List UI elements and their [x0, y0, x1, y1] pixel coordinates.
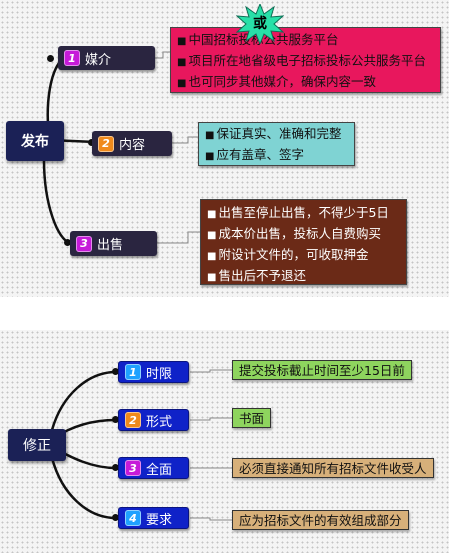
branch-label: 全面 [146, 462, 173, 478]
branch-node-time-limit[interactable]: 1 时限 [118, 361, 189, 383]
branch-label: 形式 [146, 414, 173, 430]
branch-label: 媒介 [85, 52, 112, 68]
number-badge-icon: 4 [125, 510, 141, 526]
branch-node-media[interactable]: 1 媒介 [58, 46, 155, 70]
branch-node-comprehensive[interactable]: 3 全面 [118, 457, 189, 479]
detail-item: 应有盖章、签字 [205, 145, 348, 166]
branch-node-sale[interactable]: 3 出售 [70, 231, 157, 256]
branch-node-content[interactable]: 2 内容 [92, 131, 172, 156]
or-label: 或 [253, 16, 267, 32]
detail-item: 出售至停止出售，不得少于5日 [207, 203, 400, 224]
branch-label: 要求 [146, 512, 173, 528]
connector-dot [112, 416, 119, 423]
root-node-amend[interactable]: 修正 [8, 429, 66, 461]
connector-dot [112, 368, 119, 375]
or-starburst-icon: 或 [235, 2, 285, 46]
root-node-publish[interactable]: 发布 [6, 121, 64, 161]
detail-item: 保证真实、准确和完整 [205, 124, 348, 145]
detail-item: 项目所在地省级电子招标投标公共服务平台 [177, 51, 434, 72]
detail-item: 售出后不予退还 [207, 266, 400, 287]
root-label: 发布 [21, 134, 49, 150]
number-badge-icon: 1 [64, 50, 80, 66]
amend-connector-lines [50, 369, 232, 521]
branch-label: 内容 [119, 138, 146, 153]
detail-box-time-limit: 提交投标截止时间至少15日前 [232, 360, 412, 380]
branch-node-form[interactable]: 2 形式 [118, 409, 189, 431]
connector-dot [112, 464, 119, 471]
branch-label: 出售 [97, 238, 124, 253]
detail-item: 也可同步其他媒介，确保内容一致 [177, 72, 434, 93]
number-badge-icon: 2 [98, 135, 114, 152]
connector-dot [88, 139, 95, 146]
number-badge-icon: 1 [125, 364, 141, 380]
detail-box-comprehensive: 必须直接通知所有招标文件收受人 [232, 458, 434, 478]
root-label: 修正 [23, 438, 51, 454]
connector-dot [47, 55, 54, 62]
detail-box-requirement: 应为招标文件的有效组成部分 [232, 510, 409, 530]
number-badge-icon: 2 [125, 412, 141, 428]
number-badge-icon: 3 [125, 460, 141, 476]
detail-item: 中国招标投标公共服务平台 [177, 30, 434, 51]
branch-label: 时限 [146, 366, 173, 382]
publish-mindmap-panel: 发布 1 媒介 2 内容 3 出售 中国招标投标公共服务平台 项目所在地省级电子… [0, 0, 449, 297]
detail-box-sale: 出售至停止出售，不得少于5日 成本价出售，投标人自费购买 附设计文件的，可收取押… [200, 199, 407, 285]
detail-box-media: 中国招标投标公共服务平台 项目所在地省级电子招标投标公共服务平台 也可同步其他媒… [170, 27, 441, 93]
branch-node-requirement[interactable]: 4 要求 [118, 507, 189, 529]
detail-box-form: 书面 [232, 408, 272, 428]
detail-box-content: 保证真实、准确和完整 应有盖章、签字 [198, 122, 355, 166]
number-badge-icon: 3 [76, 235, 92, 252]
detail-item: 成本价出售，投标人自费购买 [207, 224, 400, 245]
amend-mindmap-panel: 修正 1 时限 2 形式 3 全面 4 要求 提交投标截止时间至少15日前 书面… [0, 330, 449, 553]
detail-item: 附设计文件的，可收取押金 [207, 245, 400, 266]
connector-dot [112, 514, 119, 521]
connector-dot [64, 239, 71, 246]
